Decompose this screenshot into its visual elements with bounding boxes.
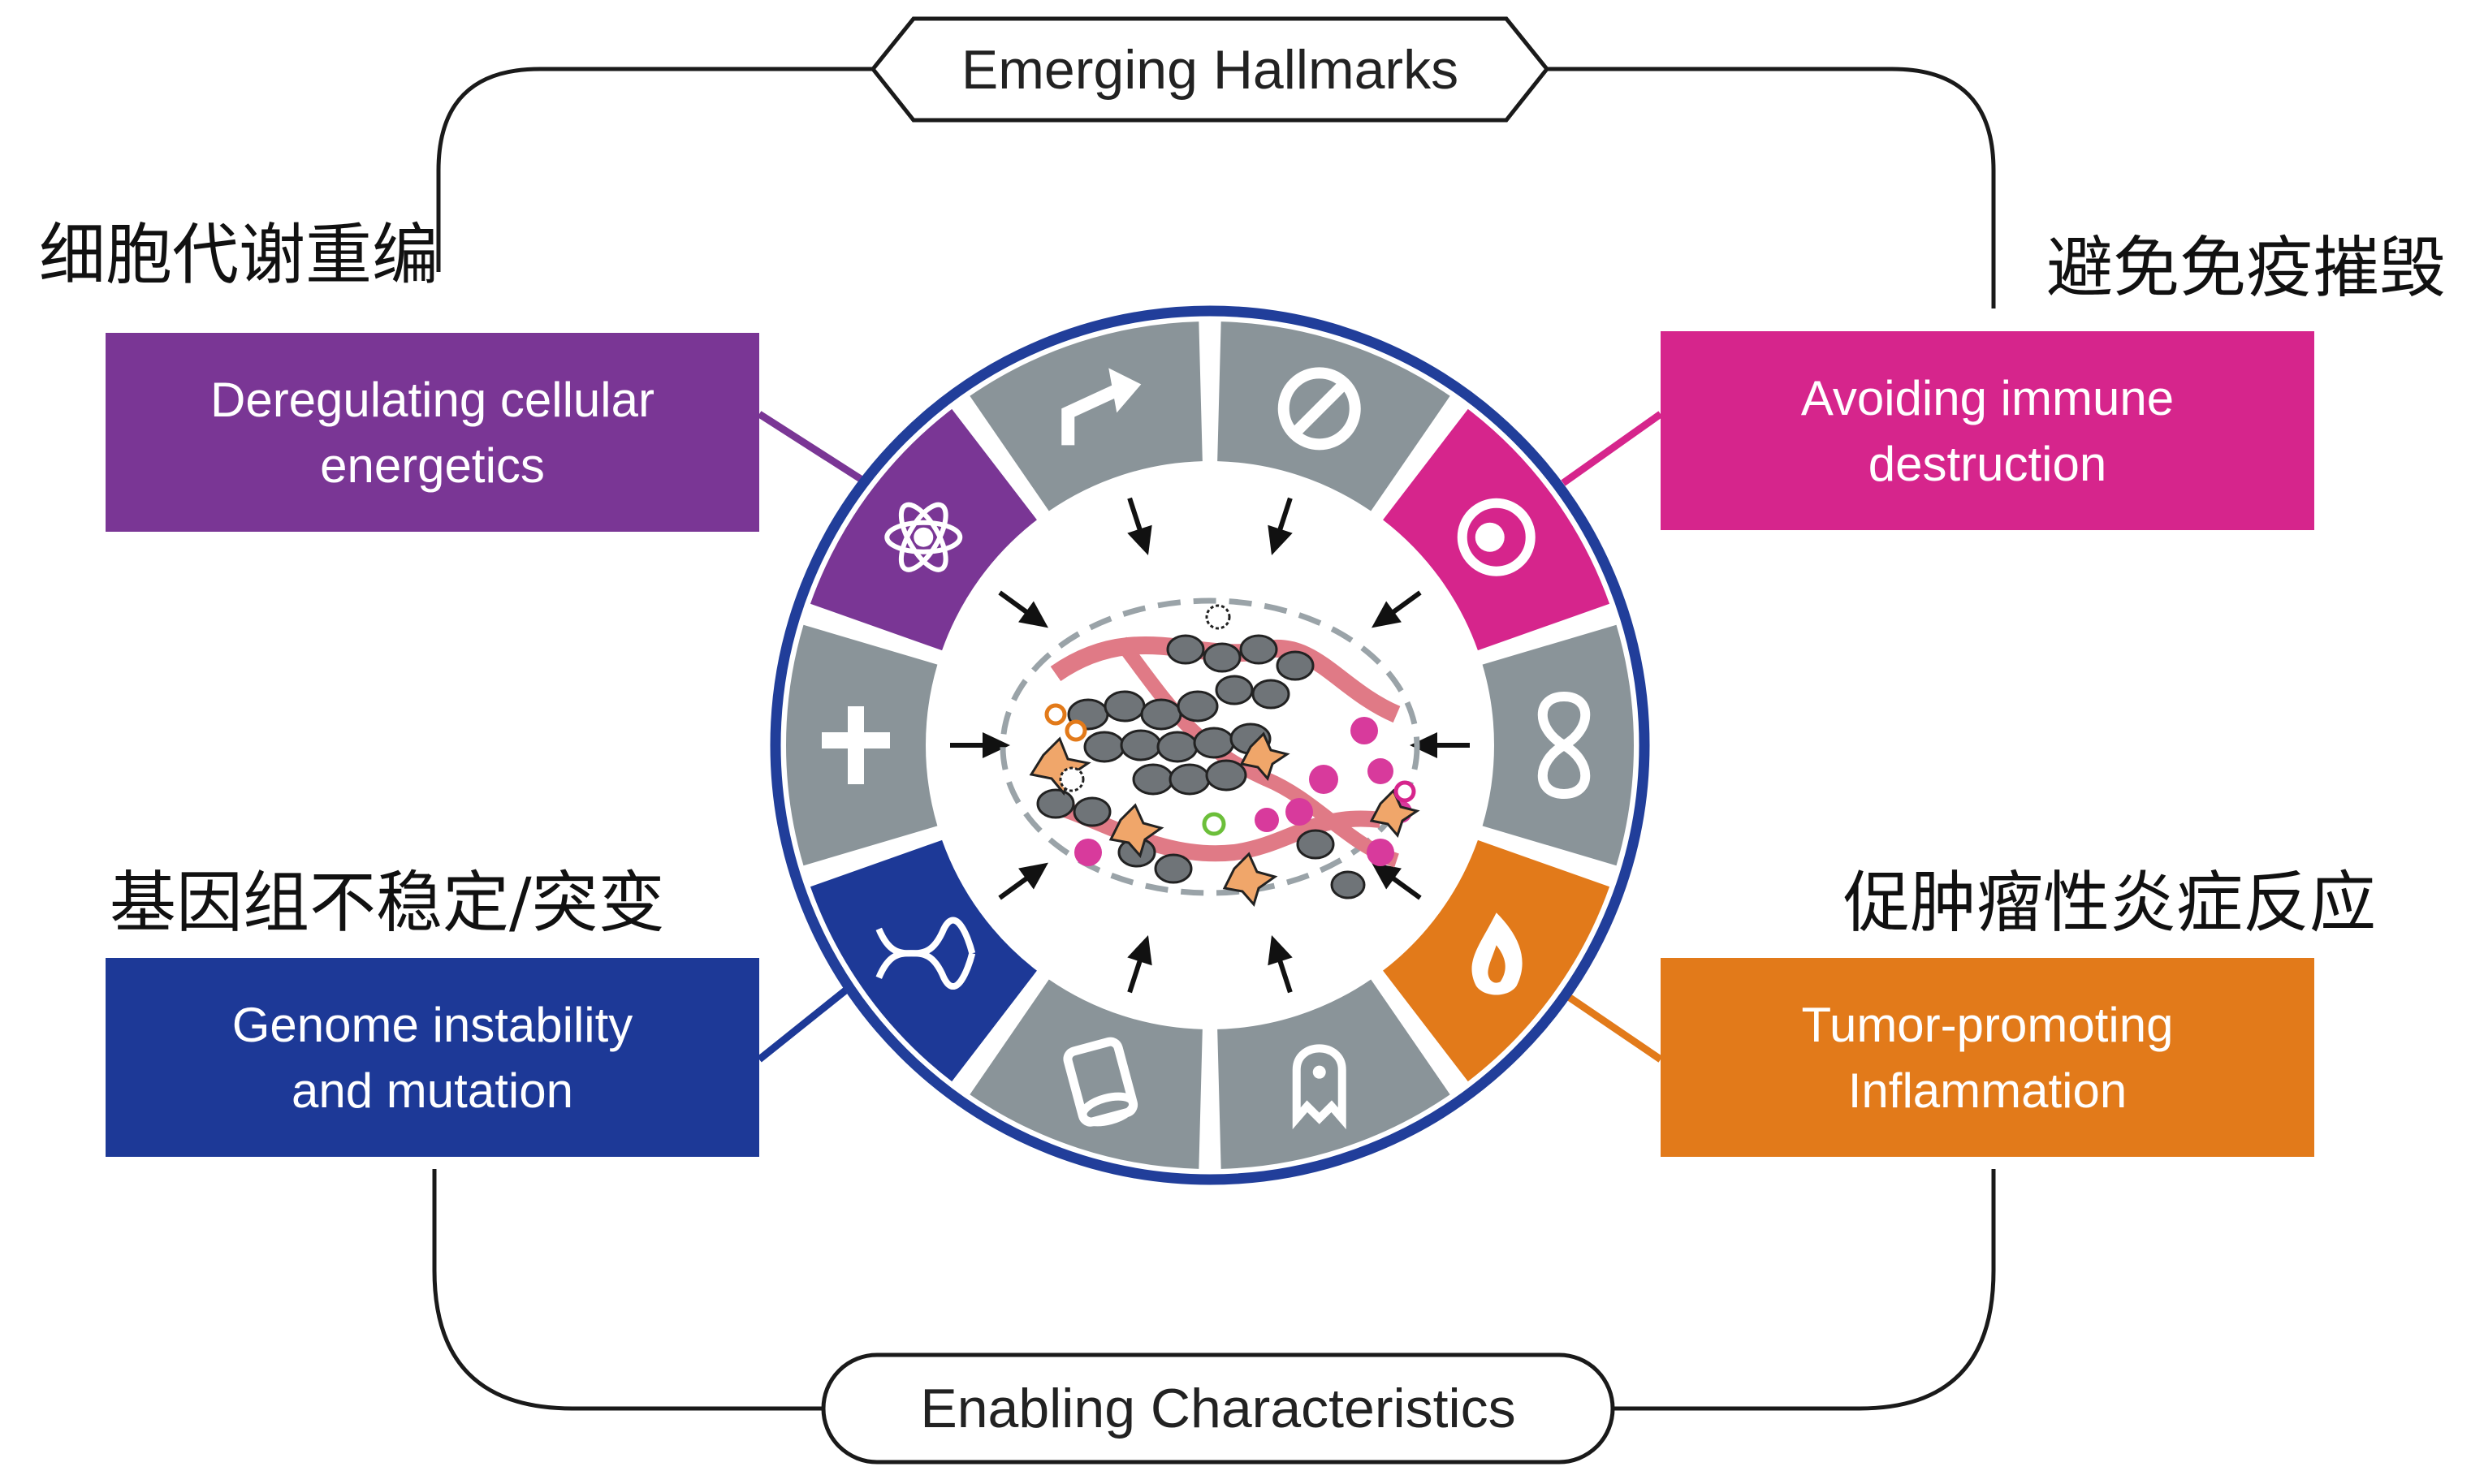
inward-arrow-head — [1127, 934, 1152, 966]
dna-icon — [875, 917, 976, 990]
ring-segment — [1217, 979, 1450, 1169]
bottom-connector-line — [432, 1169, 1996, 1411]
tombstone-icon — [1292, 1044, 1346, 1130]
inflammation-box: Tumor-promoting Inflammation — [1661, 958, 2314, 1157]
atom-icon — [884, 502, 963, 572]
metabolism-box-label: Deregulating cellular energetics — [210, 372, 654, 493]
immune-cell-icon — [1457, 498, 1536, 576]
inward-arrow-head — [1018, 601, 1048, 628]
infinity-icon — [1537, 691, 1591, 800]
immune-connector — [1561, 411, 1663, 486]
inflammation-cn-label: 促肿瘤性炎症反应 — [1843, 865, 2377, 942]
ring-segment — [970, 321, 1203, 511]
top-connector-line — [436, 67, 1996, 308]
ring-segment — [810, 839, 1037, 1082]
inward-arrow-head — [983, 732, 1010, 758]
metabolism-box: Deregulating cellular energetics — [106, 333, 759, 532]
top-pill-shape — [870, 16, 1550, 123]
inward-arrows — [950, 497, 1470, 994]
immune-cn-label: 避免免疫摧毁 — [2046, 230, 2447, 307]
genome-cn-label: 基因组不稳定/突变 — [110, 865, 665, 942]
inward-arrow-head — [1018, 862, 1048, 890]
emerging-hallmarks-label: Emerging Hallmarks — [961, 38, 1459, 101]
bottom-pill-shape — [821, 1352, 1615, 1465]
inflammation-connector — [1557, 987, 1663, 1063]
flame-icon — [1471, 912, 1523, 995]
immune-box: Avoiding immune destruction — [1661, 331, 2314, 530]
arrow-up-right-icon — [1061, 368, 1142, 446]
metabolism-connector — [757, 411, 863, 482]
inward-arrow-head — [1372, 862, 1402, 890]
metabolism-cn-label: 细胞代谢重编 — [39, 217, 439, 294]
genome-connector — [757, 975, 863, 1063]
inward-arrow-head — [1372, 601, 1402, 628]
ring-segment — [1217, 321, 1450, 511]
inward-arrow-head — [1268, 934, 1293, 966]
genome-box: Genome instability and mutation — [106, 958, 759, 1157]
hallmark-ring — [786, 321, 1634, 1169]
ring-segment — [970, 979, 1203, 1169]
blood-vessel-icon — [1063, 1037, 1138, 1127]
inflammation-box-label: Tumor-promoting Inflammation — [1801, 997, 2174, 1118]
genome-box-label: Genome instability and mutation — [231, 997, 633, 1118]
inward-arrow-head — [1127, 524, 1152, 556]
tumor-microenvironment — [1000, 597, 1420, 908]
inward-arrow-head — [1410, 732, 1437, 758]
no-entry-icon — [1277, 367, 1361, 451]
cross-icon — [822, 706, 890, 784]
inward-arrow-head — [1268, 524, 1293, 556]
enabling-characteristics-label: Enabling Characteristics — [920, 1378, 1516, 1439]
immune-box-label: Avoiding immune destruction — [1800, 370, 2175, 491]
